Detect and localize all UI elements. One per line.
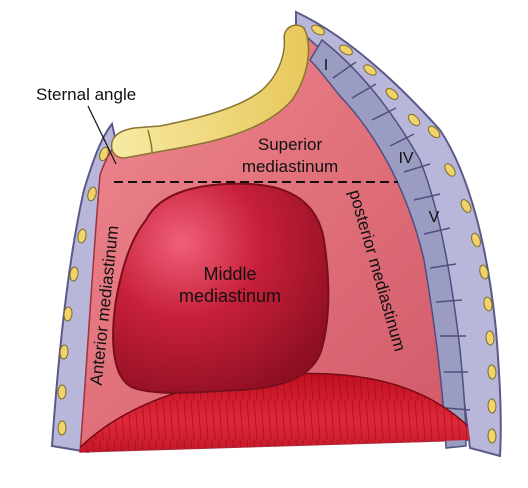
vertebra-label-v: V <box>429 209 440 226</box>
sternal-angle-label: Sternal angle <box>36 85 136 104</box>
superior-mediastinum-label-line1: Superior <box>258 135 323 154</box>
vertebra-label-i: I <box>324 57 328 74</box>
vertebra-label-iv: IV <box>398 150 413 167</box>
middle-mediastinum-label-line2: mediastinum <box>179 286 281 306</box>
superior-mediastinum-label-line2: mediastinum <box>242 157 338 176</box>
middle-mediastinum-label-line1: Middle <box>203 264 256 284</box>
